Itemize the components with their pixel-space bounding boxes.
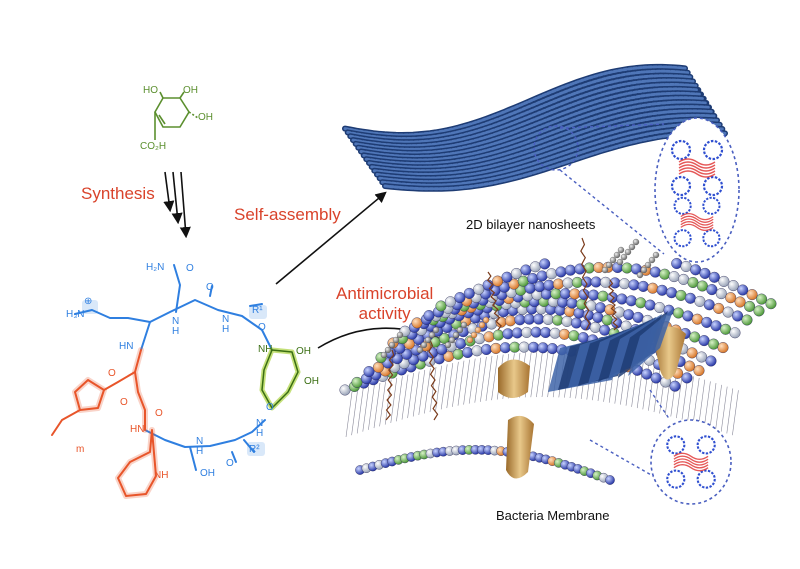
ring-o3: O <box>258 322 266 333</box>
ring-o7: O <box>226 458 234 469</box>
nanosheets-label: 2D bilayer nanosheets <box>466 217 596 232</box>
shikimic-ho-label: HO <box>143 85 158 96</box>
ring-m: m <box>76 444 85 455</box>
ring-o8: O <box>155 408 163 419</box>
ring-h1: H <box>172 326 180 337</box>
ring-hn1: HN <box>119 341 134 352</box>
ring-o5: O <box>120 397 128 408</box>
ring-n2: N <box>222 314 230 325</box>
shikimic-oh-label-2: OH <box>198 112 213 123</box>
synthesis-label: Synthesis <box>81 184 155 203</box>
bacteria-membrane-illustration <box>339 237 777 485</box>
zoom-inset-top <box>533 117 740 263</box>
ring-o1: O <box>186 263 194 274</box>
cyclic-peptide-structure <box>51 264 301 499</box>
bacteria-membrane-label: Bacteria Membrane <box>496 508 610 523</box>
ring-oh4: OH <box>304 376 319 387</box>
ring-hn2: HN <box>130 424 145 435</box>
ring-o4: O <box>108 368 116 379</box>
ring-n1: N <box>172 316 180 327</box>
peptide-backbone-blue <box>74 264 273 471</box>
ring-r1: R¹ <box>252 305 263 316</box>
ring-oh5: OH <box>200 468 215 479</box>
ring-nh3: NH <box>258 344 273 355</box>
ring-h2n: H₂N <box>146 262 165 273</box>
shikimic-acid-structure <box>154 91 199 140</box>
ring-h4: H <box>196 446 204 457</box>
zoom-inset-bottom <box>589 389 732 505</box>
self-assembly-label: Self-assembly <box>234 205 341 224</box>
ring-h3: H <box>256 428 264 439</box>
ring-nh6: NH <box>154 470 169 481</box>
ring-h2: H <box>222 324 230 335</box>
antimicrobial-activity-label: Antimicrobial activity <box>336 284 434 323</box>
ring-r2: R² <box>249 444 260 455</box>
synthesis-arrows <box>163 171 191 239</box>
ring-o2: O <box>206 282 214 293</box>
shikimic-oh-label-1: OH <box>183 85 198 96</box>
ring-oh3: OH <box>296 346 311 357</box>
nanosheet-illustration <box>342 63 728 192</box>
ring-h3n: H₃N <box>66 309 85 320</box>
peptide-residues-orange <box>51 349 157 497</box>
ring-o6: O <box>266 402 274 413</box>
ring-n4: N <box>256 418 264 429</box>
shikimic-co2h-label: CO₂H <box>140 141 167 152</box>
ring-n5: N <box>196 436 204 447</box>
ring-plus: ⊕ <box>84 296 93 307</box>
